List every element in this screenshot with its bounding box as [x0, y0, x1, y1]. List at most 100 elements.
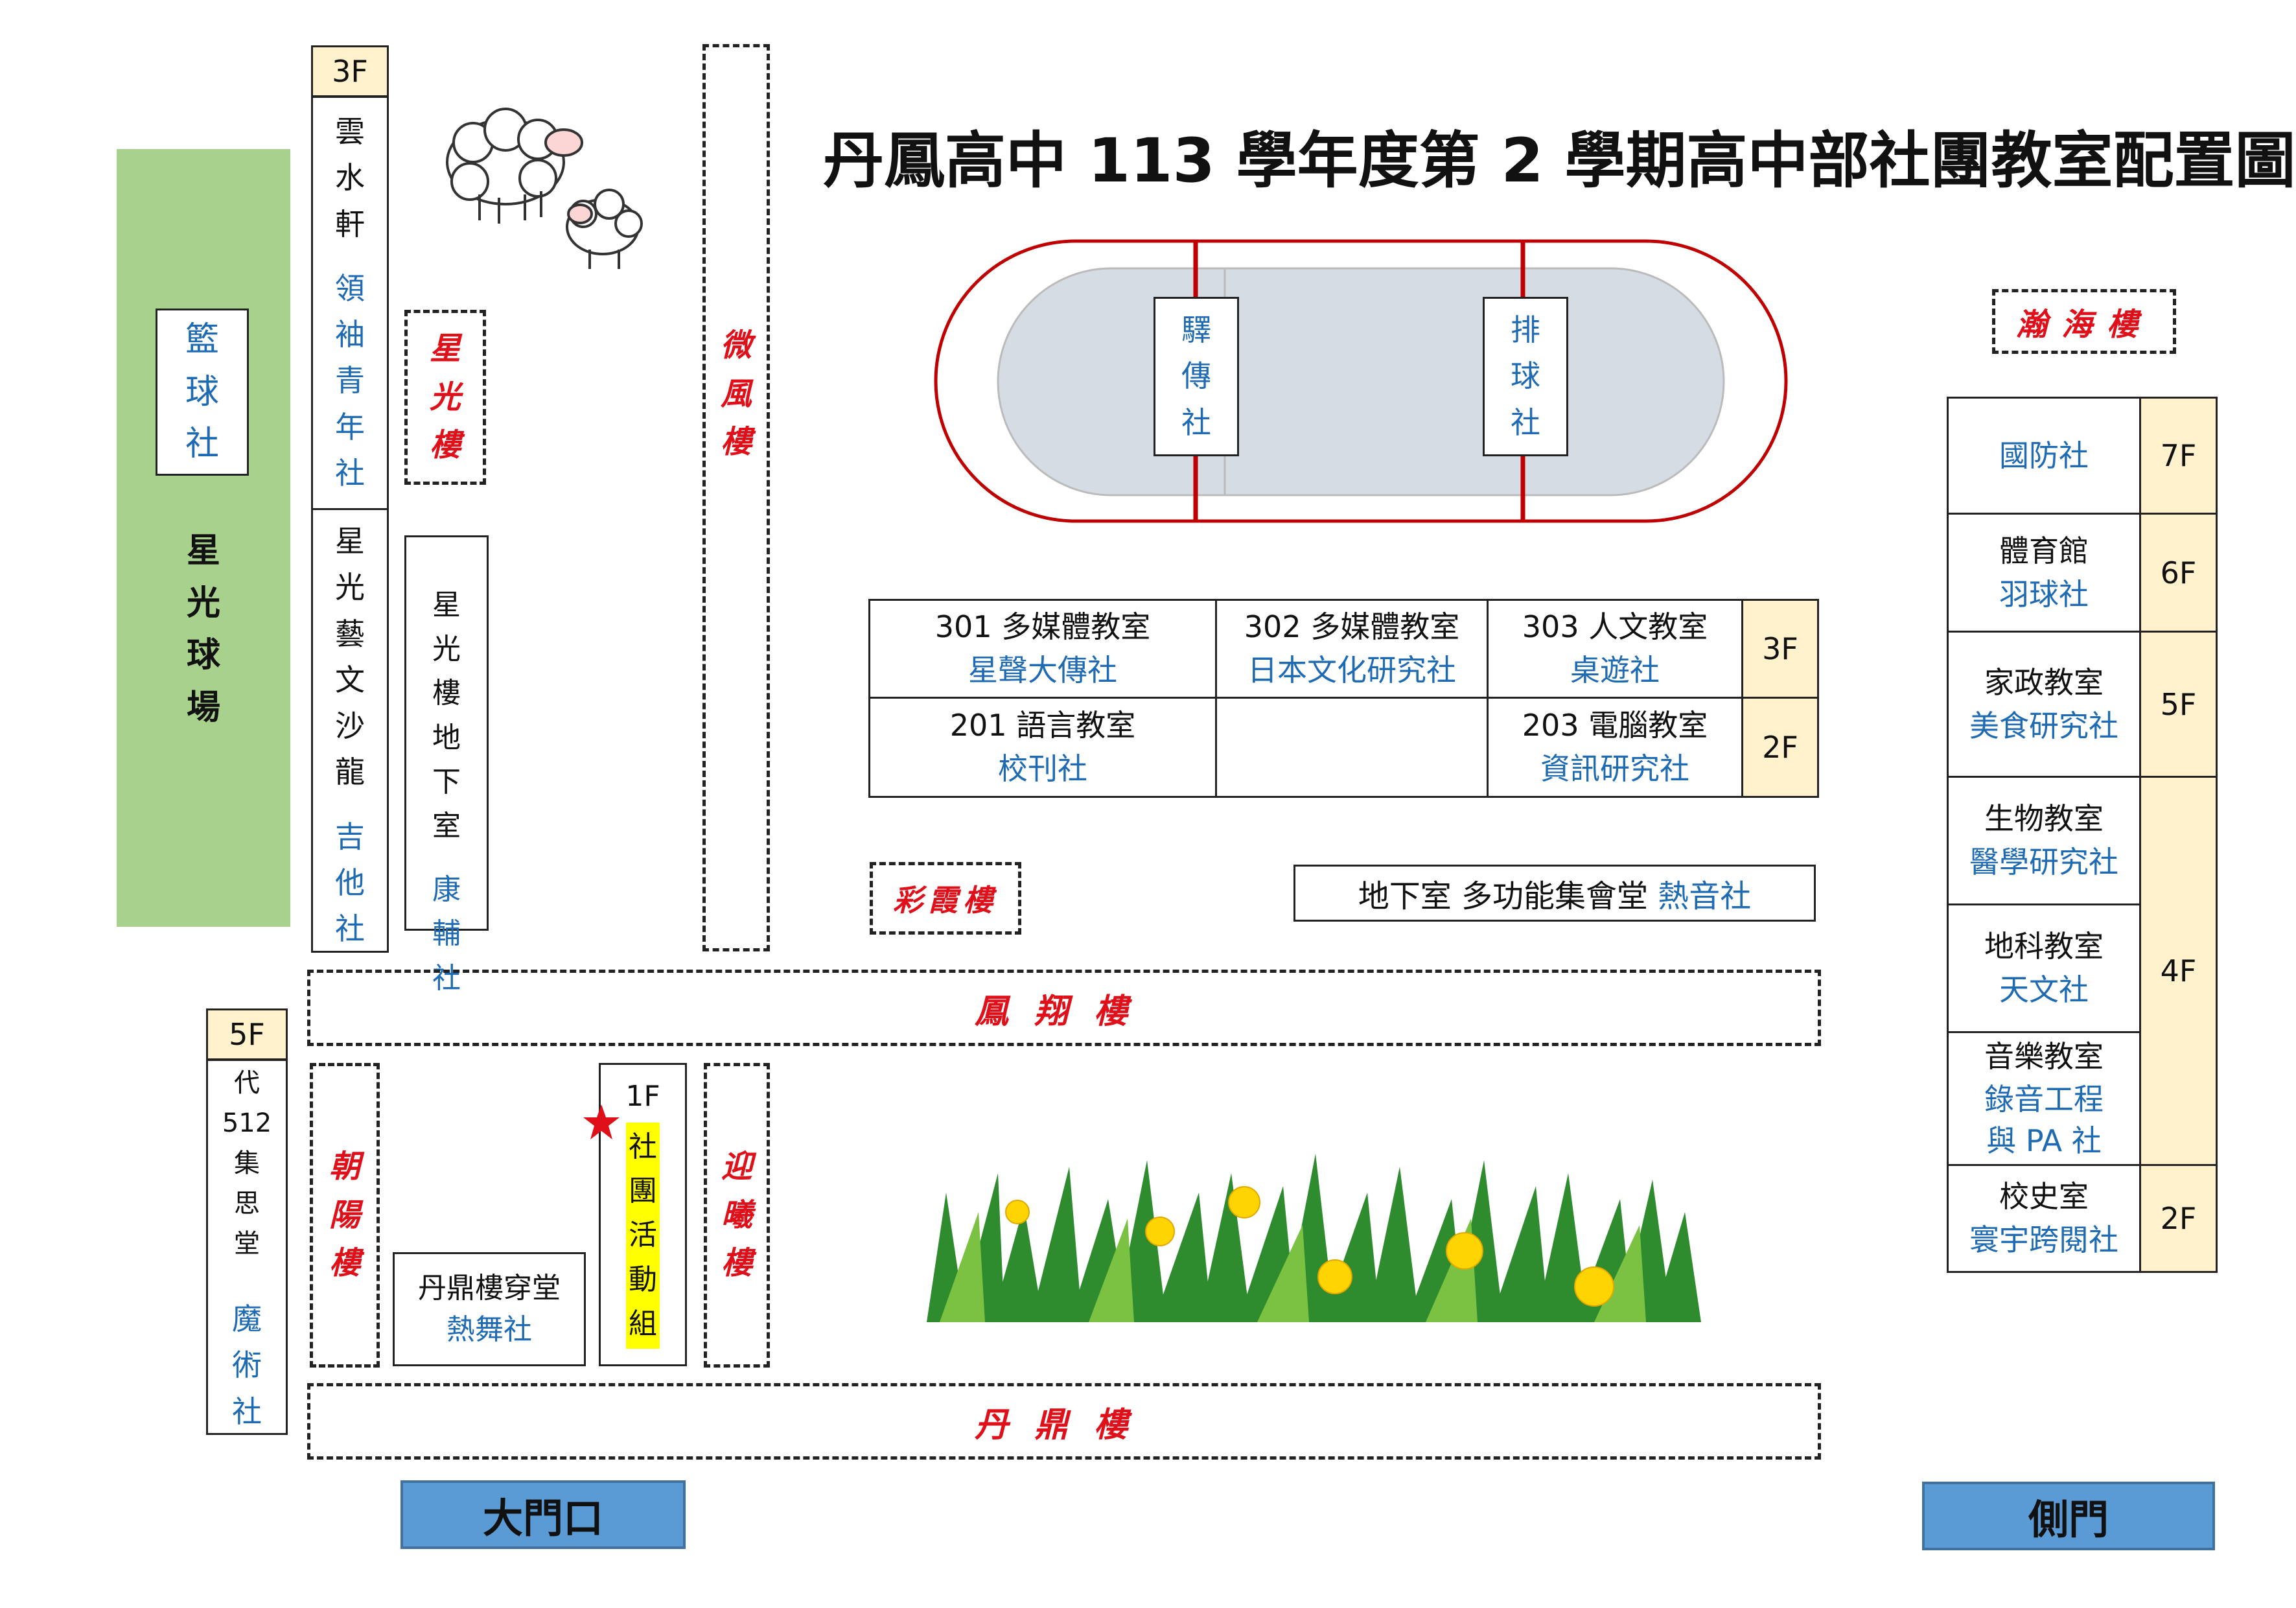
hanhai-floor-5f: 5F	[2139, 631, 2218, 778]
relay-club-box: 驛傳社	[1154, 297, 1239, 456]
char: 風	[720, 375, 752, 412]
guitar-club-label: 吉他社	[335, 814, 365, 953]
yunshui-room-label: 雲水軒	[335, 109, 365, 248]
xingguang-basement	[404, 535, 489, 931]
hanhai-room-5f: 家政教室	[1984, 664, 2104, 700]
hanhai-club-music: 錄音工程與 PA 社	[1973, 1078, 2115, 1162]
char: 星	[432, 588, 461, 622]
xingguang-basement-content: 星光樓地下室 康輔社	[404, 583, 489, 1001]
char: 堂	[233, 1229, 260, 1259]
char: 輔	[432, 917, 461, 951]
char: 藝	[335, 616, 365, 651]
char: 星	[186, 531, 220, 570]
relay-club-label: 驛傳社	[1181, 307, 1211, 446]
left-bottom-floor: 5F	[206, 1008, 288, 1060]
char: 社	[629, 1130, 657, 1163]
char: 雲	[335, 114, 365, 149]
char: 代	[233, 1068, 260, 1098]
char: 樓	[329, 1245, 360, 1282]
zhaoyang-label: 朝陽樓	[329, 1143, 360, 1287]
char: 文	[335, 662, 365, 697]
hanhai-row-4f-music: 音樂教室 錄音工程與 PA 社	[1947, 1031, 2141, 1166]
xingguang-building-label: 星光樓	[430, 325, 461, 469]
caixia-building: 彩霞樓	[870, 862, 1021, 935]
room-301: 301 多媒體教室 星聲大傳社	[868, 599, 1217, 699]
jisi-hall	[206, 1059, 288, 1435]
basement-hall: 地下室 多功能集會堂 熱音社	[1293, 865, 1816, 922]
char: 樓	[720, 424, 752, 461]
table-floor-2f: 2F	[1741, 697, 1819, 798]
hanhai-club-music-text: 錄音工程與 PA 社	[1984, 1081, 2104, 1159]
main-gate: 大門口	[400, 1480, 686, 1549]
table-floor-3f: 3F	[1741, 599, 1819, 699]
hanhai-room-2f: 校史室	[1999, 1179, 2089, 1215]
room-301-club: 星聲大傳社	[968, 653, 1117, 688]
hanhai-row-4f-bio: 生物教室 醫學研究社	[1947, 776, 2141, 905]
field-label: 星光球場	[175, 525, 232, 734]
hanhai-floor-4f: 4F	[2139, 776, 2218, 1166]
yingxi-label: 迎曦樓	[721, 1143, 752, 1287]
char: 曦	[721, 1196, 752, 1233]
char: 光	[335, 570, 365, 605]
char: 社	[432, 961, 461, 995]
room-302: 302 多媒體教室 日本文化研究社	[1215, 599, 1489, 699]
leadership-club-label: 領袖青年社	[335, 266, 365, 496]
room-201-label: 201 語言教室	[949, 708, 1136, 743]
sheep-icon	[446, 108, 643, 269]
basketball-club-box: 籃球社	[156, 309, 249, 476]
char: 思	[233, 1189, 260, 1218]
dance-club-label: 熱舞社	[446, 1313, 532, 1346]
char: 球	[1511, 358, 1540, 394]
hanhai-row-7f: 國防社	[1947, 397, 2141, 515]
room-202-empty	[1215, 697, 1489, 798]
hanhai-club-2f: 寰宇跨閱社	[1969, 1222, 2118, 1257]
room-201: 201 語言教室 校刊社	[868, 697, 1217, 798]
hanhai-building: 瀚海樓	[1992, 289, 2176, 354]
volleyball-club-box: 排球社	[1483, 297, 1568, 456]
room-201-club: 校刊社	[998, 751, 1087, 786]
hanhai-row-2f: 校史室 寰宇跨閱社	[1947, 1164, 2141, 1273]
left-tower-divider	[311, 508, 389, 510]
volleyball-club-label: 排球社	[1511, 307, 1540, 446]
hanhai-club-geo: 天文社	[1999, 972, 2089, 1007]
hanhai-room-music: 音樂教室	[1984, 1039, 2104, 1075]
zhaoyang-building: 朝陽樓	[310, 1063, 380, 1368]
char: 沙	[335, 708, 365, 744]
char: 光	[186, 583, 220, 623]
passage-label: 丹鼎樓穿堂	[418, 1272, 561, 1305]
char: 樓	[432, 677, 461, 710]
yingxi-building: 迎曦樓	[704, 1063, 770, 1368]
grass-flowers-icon	[927, 1154, 1701, 1322]
room-302-label: 302 多媒體教室	[1244, 609, 1460, 645]
char: 下	[432, 765, 461, 798]
hanhai-floor-6f: 6F	[2139, 513, 2218, 633]
room-303: 303 人文教室 桌遊社	[1487, 599, 1743, 699]
char: 傳	[1181, 358, 1211, 394]
char: 袖	[335, 317, 365, 353]
char: 排	[1511, 312, 1540, 348]
hanhai-tower: 國防社 體育館 羽球社 家政教室 美食研究社 生物教室 醫學研究社 地科教室 天…	[1947, 397, 2218, 1273]
rock-club-label: 熱音社	[1658, 878, 1752, 915]
room-303-label: 303 人文教室	[1522, 609, 1708, 645]
char: 社	[335, 911, 365, 947]
xingguang-building: 星光樓	[404, 310, 486, 485]
activity-label-box: 社團活動組	[626, 1123, 660, 1349]
char: 領	[335, 270, 365, 306]
room-303-club: 桌遊社	[1570, 653, 1660, 688]
char: 動	[629, 1263, 657, 1296]
char: 場	[186, 688, 220, 727]
char: 星	[335, 524, 365, 559]
hanhai-club-5f: 美食研究社	[1969, 708, 2118, 743]
side-gate: 側門	[1922, 1482, 2215, 1550]
hanhai-room-bio: 生物教室	[1984, 801, 2104, 837]
activity-label: 社團活動組	[629, 1125, 657, 1346]
char: 球	[186, 636, 220, 675]
star-icon	[583, 1104, 620, 1139]
hanhai-floor-2f: 2F	[2139, 1164, 2218, 1273]
char: 微	[720, 327, 752, 364]
char: 地	[432, 721, 461, 754]
hanhai-room-6f: 體育館	[1999, 533, 2089, 568]
yunshui-room: 雲水軒 領袖青年社	[311, 109, 389, 496]
magic-club-label: 魔術社	[232, 1296, 262, 1435]
room-301-label: 301 多媒體教室	[934, 609, 1151, 645]
